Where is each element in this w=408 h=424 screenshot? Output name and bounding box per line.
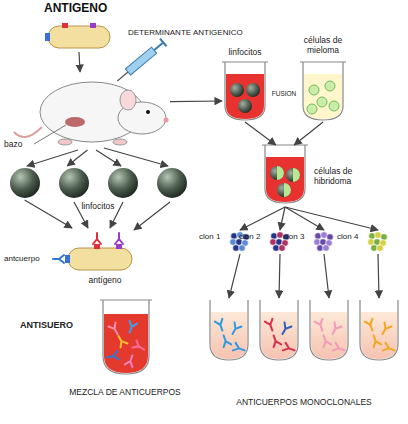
mouse-illustration-shape: [20, 72, 170, 150]
node-label: células de mieloma: [293, 36, 353, 56]
flow-arrow-group: [280, 207, 285, 230]
clone-cluster-shape: [366, 230, 390, 252]
flow-arrow: [170, 100, 222, 102]
flow-arrow-group: [67, 150, 87, 166]
monoclonal-tube: [260, 300, 298, 360]
flow-arrow: [25, 200, 72, 228]
node-label: ANTIGENO: [44, 2, 134, 16]
flow-arrow-group: [240, 207, 285, 230]
flow-arrow: [245, 122, 276, 145]
lymphocyte-tube: linfocitos: [222, 62, 268, 122]
clone-cluster: clon 4: [366, 230, 390, 252]
hybridoma-tube-shape: [262, 145, 308, 207]
callout-label: antcuerpo: [4, 254, 52, 263]
process-label: FUSION: [268, 90, 300, 97]
clone-to-tube-arrows: [229, 254, 379, 298]
group-caption: ANTICUERPOS MONOCLONALES: [200, 398, 408, 408]
flow-arrow-group: [25, 200, 72, 228]
flow-arrow: [285, 207, 324, 230]
node-label: antígeno: [70, 276, 140, 286]
callout-label: DETERMINANTE ANTIGENICO: [128, 28, 258, 37]
lymphocyte-spheres-shape: [8, 166, 193, 200]
spleen-to-lymphocyte-arrows: [27, 148, 168, 166]
monoclonal-tube: [310, 300, 348, 360]
myeloma-tube-shape: [300, 62, 346, 122]
node-label: clon 1: [199, 232, 229, 241]
flow-arrow-group: [79, 52, 80, 72]
flow-arrow: [285, 207, 378, 230]
flow-arrow: [280, 207, 285, 230]
node-label: linfocitos: [68, 202, 128, 212]
node-label: clon 3: [283, 232, 313, 241]
clone-cluster-shape: [312, 230, 336, 252]
monoclonal-tube: [210, 300, 248, 360]
antiserum-tube: ANTISUEROMEZCLA DE ANTICUERPOS: [100, 300, 152, 375]
antigen-capsule-shape: [44, 20, 114, 52]
flow-arrow-group: [285, 207, 378, 230]
flow-arrow: [79, 52, 80, 72]
lymphocyte-spheres: linfocitos: [8, 166, 193, 200]
antigen-antibody-complex: antígeno: [50, 228, 150, 278]
hybridoma-tube: células de hibridoma: [262, 145, 308, 207]
flow-arrow-group: [170, 101, 222, 103]
clone-cluster: clon 3: [312, 230, 336, 252]
node-label: clon 4: [337, 232, 367, 241]
flow-arrow: [240, 207, 285, 230]
antigen-antibody-complex-shape: [50, 228, 150, 278]
myeloma-tube: células de mieloma: [300, 62, 346, 122]
flow-arrow: [67, 150, 87, 166]
node-label: linfocitos: [212, 48, 278, 58]
node-label: clon 2: [239, 232, 269, 241]
flow-arrow-group: [245, 122, 276, 145]
flow-arrow: [294, 122, 323, 145]
antigen-capsule: ANTIGENO: [44, 20, 114, 52]
antiserum-tube-shape: [100, 300, 152, 375]
node-label: células de hibridoma: [314, 167, 364, 187]
flow-arrow-group: [285, 207, 324, 230]
mouse-illustration: bazo: [20, 72, 170, 150]
node-label: ANTISUERO: [20, 320, 96, 330]
flow-arrow-group: [294, 122, 323, 145]
node-label: bazo: [4, 140, 34, 150]
node-label: MEZCLA DE ANTICUERPOS: [35, 388, 215, 398]
lymphocyte-tube-shape: [222, 62, 268, 122]
monoclonal-tube: [360, 300, 398, 360]
